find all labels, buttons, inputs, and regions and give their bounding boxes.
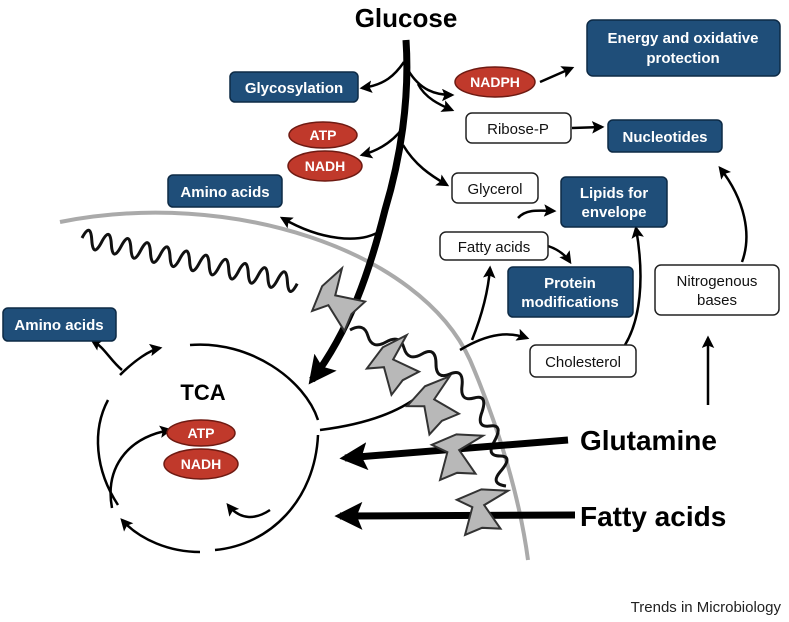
tca-label: TCA (180, 380, 225, 405)
glycerol-box: Glycerol (451, 172, 539, 204)
nadh-tca-label: NADH (181, 456, 221, 472)
arrow-to-ribose (416, 83, 455, 112)
ribose-box: Ribose-P (465, 112, 572, 144)
arrow-glycerol-to-lipids (517, 204, 557, 219)
fatty-acids-box-label: Fatty acids (458, 239, 531, 256)
tca-cycle (89, 338, 421, 554)
transporter-icon (429, 433, 487, 482)
nitrogenous-line1: Nitrogenous (677, 273, 758, 290)
nucleotides-label: Nucleotides (622, 129, 707, 146)
glycosylation-label: Glycosylation (245, 80, 343, 97)
glycerol-label: Glycerol (467, 181, 522, 198)
arrow-to-fatty-acids (470, 265, 496, 341)
atp-tca-label: ATP (188, 425, 215, 441)
transporter-icon (364, 332, 422, 398)
nitrogenous-line2: bases (697, 292, 737, 309)
arrow-bases-to-nucleotides (718, 166, 748, 263)
fatty-acids-substrate-label: Fatty acids (580, 501, 726, 532)
arrow-cholesterol-to-lipids (623, 225, 644, 346)
nadh-top-label: NADH (305, 158, 345, 174)
nadh-top-oval: NADH (287, 150, 363, 182)
transporter-icon (310, 265, 368, 334)
atp-top-label: ATP (310, 127, 337, 143)
arrow-to-nadph-branch (406, 69, 455, 102)
cholesterol-label: Cholesterol (545, 354, 621, 371)
arrow-to-glycerol (401, 144, 450, 187)
nitrogenous-box: Nitrogenous bases (654, 264, 780, 316)
glucose-trunk (308, 39, 411, 385)
energy-box-line2: protection (646, 50, 719, 67)
arrow-to-atp-nadh (359, 124, 407, 159)
lipids-line2: envelope (581, 204, 646, 221)
arrow-nadph-to-energy (539, 66, 575, 84)
amino-acids-top-box: Amino acids (167, 174, 283, 208)
journal-credit: Trends in Microbiology (631, 599, 782, 616)
arrow-fatty-acids-to-protein (547, 244, 572, 265)
glucose-label: Glucose (355, 3, 458, 33)
cholesterol-box: Cholesterol (529, 344, 637, 378)
arrow-to-glycosylation (359, 61, 406, 93)
nucleotides-box: Nucleotides (607, 119, 723, 153)
fatty-acids-arrow (334, 501, 576, 530)
outer-membrane (59, 210, 530, 561)
nadph-label: NADPH (470, 74, 520, 90)
transporters (310, 265, 512, 537)
energy-box-line1: Energy and oxidative (608, 30, 759, 47)
energy-box: Energy and oxidative protection (586, 19, 781, 77)
amino-acids-top-label: Amino acids (180, 184, 269, 201)
glutamine-label: Glutamine (580, 425, 717, 456)
lipids-line1: Lipids for (580, 185, 648, 202)
atp-tca-oval: ATP (166, 419, 236, 447)
transporter-icon (404, 374, 462, 437)
amino-acids-left-box: Amino acids (2, 307, 117, 342)
atp-top-oval: ATP (288, 121, 358, 149)
arrow-ribose-to-nucleotides (571, 121, 605, 134)
glycosylation-box: Glycosylation (229, 71, 359, 103)
nadph-oval: NADPH (454, 66, 536, 98)
inner-membrane-coil-2 (349, 325, 509, 488)
transporter-icon (454, 488, 512, 537)
protein-mods-line2: modifications (521, 294, 619, 311)
arrow-to-cholesterol (459, 328, 530, 352)
fatty-acids-box: Fatty acids (439, 231, 549, 261)
lipids-box: Lipids for envelope (560, 176, 668, 228)
ribose-label: Ribose-P (487, 121, 549, 138)
protein-mods-box: Protein modifications (507, 266, 634, 318)
inner-membrane-coil (80, 228, 299, 294)
arrow-to-amino-acids-top (279, 216, 383, 240)
protein-mods-line1: Protein (544, 275, 596, 292)
amino-acids-left-label: Amino acids (14, 317, 103, 334)
nadh-tca-oval: NADH (163, 448, 239, 480)
